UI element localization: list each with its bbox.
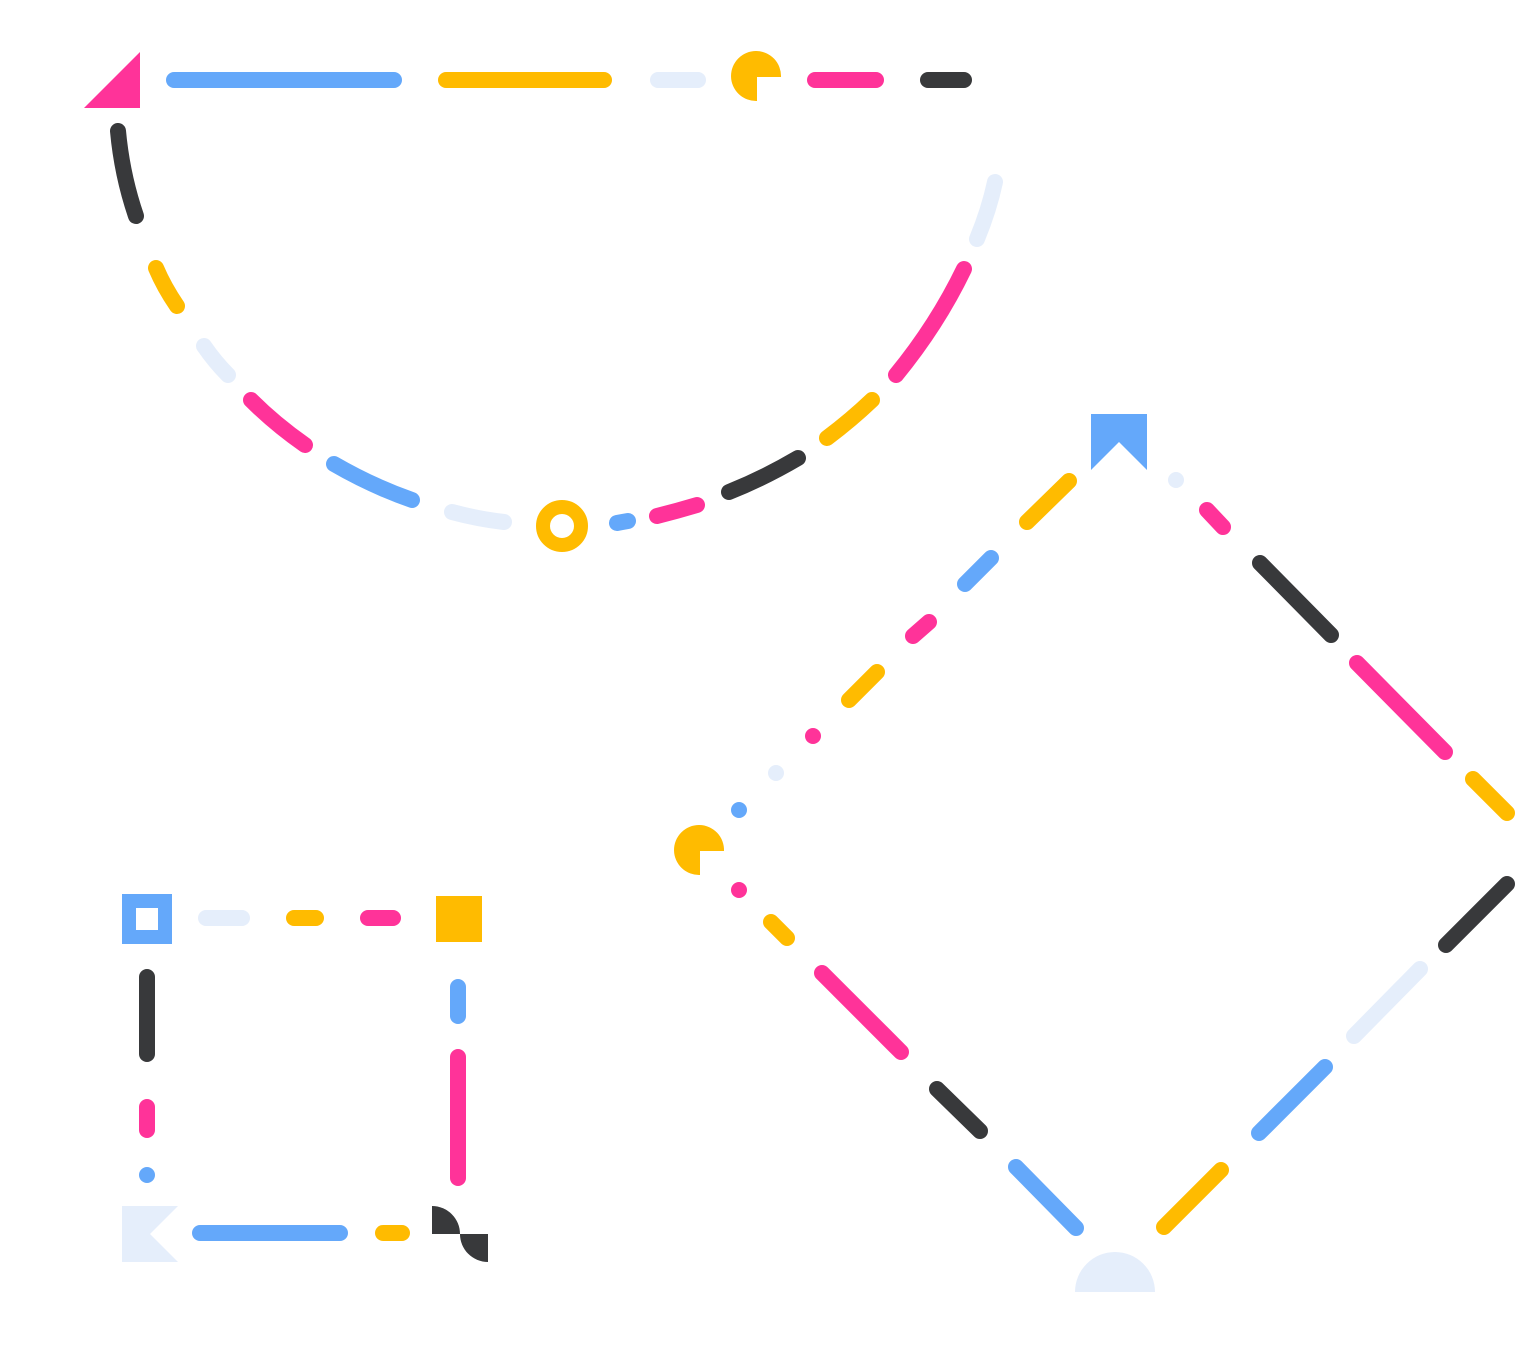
half-circle-marker-icon xyxy=(1075,1252,1155,1292)
dash xyxy=(929,1081,988,1139)
dash xyxy=(1349,655,1453,760)
dash xyxy=(609,513,636,531)
dash xyxy=(1008,1159,1084,1236)
dash xyxy=(763,914,795,946)
pie-marker-icon xyxy=(674,825,725,876)
dash xyxy=(1156,1162,1229,1235)
dash xyxy=(969,174,1003,247)
pie-marker-icon xyxy=(731,51,782,102)
dash xyxy=(243,392,313,453)
dash xyxy=(148,260,185,314)
square-marker-icon xyxy=(436,896,482,942)
dash xyxy=(326,456,420,508)
dash xyxy=(444,504,512,530)
dash xyxy=(841,664,885,708)
dash xyxy=(1465,771,1515,821)
dash xyxy=(905,614,937,644)
dash xyxy=(1251,1059,1333,1141)
dash xyxy=(1019,473,1077,530)
ring-marker-icon xyxy=(536,500,588,552)
dash xyxy=(957,550,999,592)
dash xyxy=(1252,555,1339,643)
diamond-loop xyxy=(674,414,1515,1292)
small-square-loop xyxy=(122,894,488,1262)
dash xyxy=(110,123,144,224)
dash xyxy=(814,965,909,1060)
dash xyxy=(819,392,880,446)
triangle-marker-icon xyxy=(84,52,140,108)
flag-marker-icon xyxy=(1091,414,1147,470)
dash xyxy=(1346,961,1428,1044)
square-outline-marker-icon xyxy=(122,894,172,944)
notched-marker-icon xyxy=(122,1206,178,1262)
dash xyxy=(196,338,236,383)
quarter-circles-marker-icon xyxy=(432,1206,488,1262)
half-circle-loop xyxy=(84,51,1003,552)
dash xyxy=(1199,502,1231,535)
dash xyxy=(888,261,972,383)
dash xyxy=(649,497,705,524)
dash xyxy=(1438,876,1515,953)
dash xyxy=(721,450,806,500)
